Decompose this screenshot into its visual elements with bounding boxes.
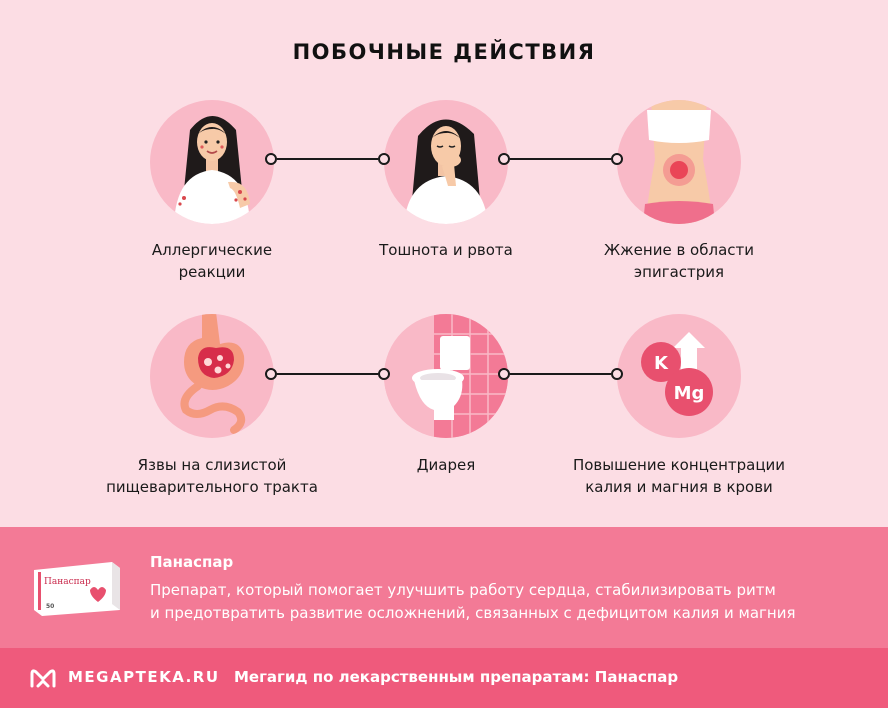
connector-dot: [498, 153, 510, 165]
connector-dot: [265, 153, 277, 165]
connector-line: [510, 373, 611, 375]
connector-line: [277, 373, 378, 375]
product-box-name: Панаспар: [44, 577, 91, 587]
stomach-ulcer-icon: [150, 314, 274, 438]
connector-dot: [611, 153, 623, 165]
epigastric-burning-icon: [617, 100, 741, 224]
connector-dot: [611, 368, 623, 380]
potassium-symbol: K: [654, 353, 669, 374]
allergy-woman-icon: [150, 100, 274, 224]
megapteka-logo-icon: [30, 669, 56, 688]
toilet-icon: [384, 314, 508, 438]
connector-line: [277, 158, 378, 160]
footer: MEGAPTEKA.RU Мегагид по лекарственным пр…: [0, 648, 888, 708]
nausea-woman-icon: [384, 100, 508, 224]
product-description-line: и предотвратить развитие осложнений, свя…: [150, 604, 796, 622]
footer-link[interactable]: Мегагид по лекарственным препаратам: Пан…: [234, 668, 679, 686]
magnesium-symbol: Mg: [674, 383, 705, 404]
connector-dot: [378, 153, 390, 165]
connector-dot: [498, 368, 510, 380]
product-description-line: Препарат, который помогает улучшить рабо…: [150, 581, 776, 599]
connector-dot: [378, 368, 390, 380]
product-name: Панаспар: [150, 553, 234, 571]
page-title: ПОБОЧНЫЕ ДЕЙСТВИЯ: [292, 40, 596, 64]
effect-label: Тошнота и рвота: [379, 241, 513, 259]
product-box-image: Панаспар 50: [28, 560, 122, 616]
product-box-count: 50: [46, 603, 54, 610]
connector-line: [510, 158, 611, 160]
potassium-magnesium-icon: K Mg: [617, 314, 741, 438]
connector-dot: [265, 368, 277, 380]
logo-text[interactable]: MEGAPTEKA.RU: [68, 668, 220, 686]
product-info-band: Панаспар 50 Панаспар Препарат, который п…: [0, 527, 888, 648]
effect-label: Диарея: [416, 456, 476, 474]
